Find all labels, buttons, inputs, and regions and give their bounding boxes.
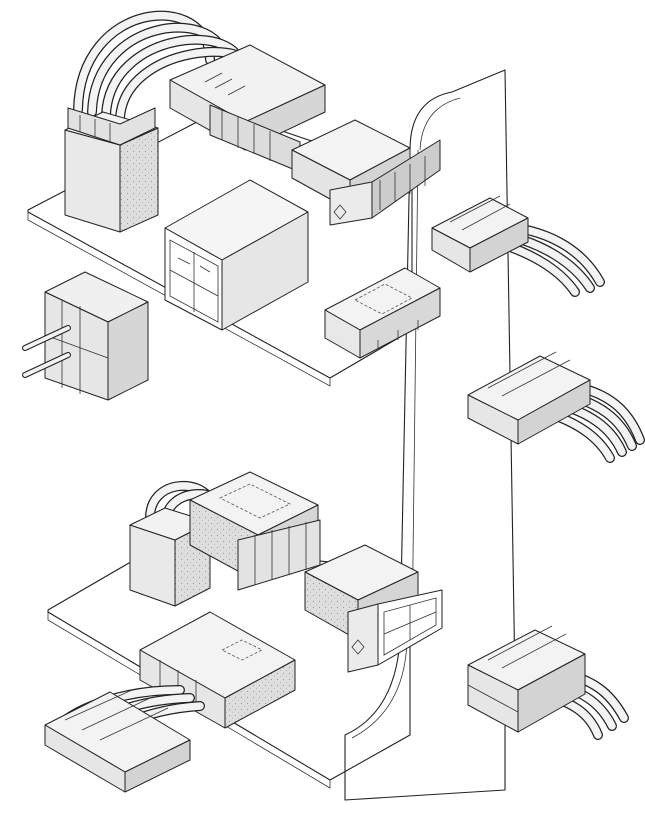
upper-socket-housing — [164, 179, 309, 331]
lower-inline-plug — [304, 544, 443, 673]
upper-inline-plug — [291, 119, 441, 226]
lower-right-cable-connector — [467, 625, 629, 740]
vertical-panel — [344, 69, 516, 801]
lower-left-cable-connector — [44, 685, 205, 793]
board-shroud-connector — [324, 267, 441, 359]
right-cable-connector-2 — [467, 351, 645, 463]
upper-inline-receptacle — [169, 44, 326, 173]
upper-board-header — [64, 107, 159, 233]
right-cable-connector-1 — [431, 195, 605, 297]
lower-inline-receptacle — [189, 471, 321, 591]
upper-left-pin-header — [22, 271, 149, 401]
